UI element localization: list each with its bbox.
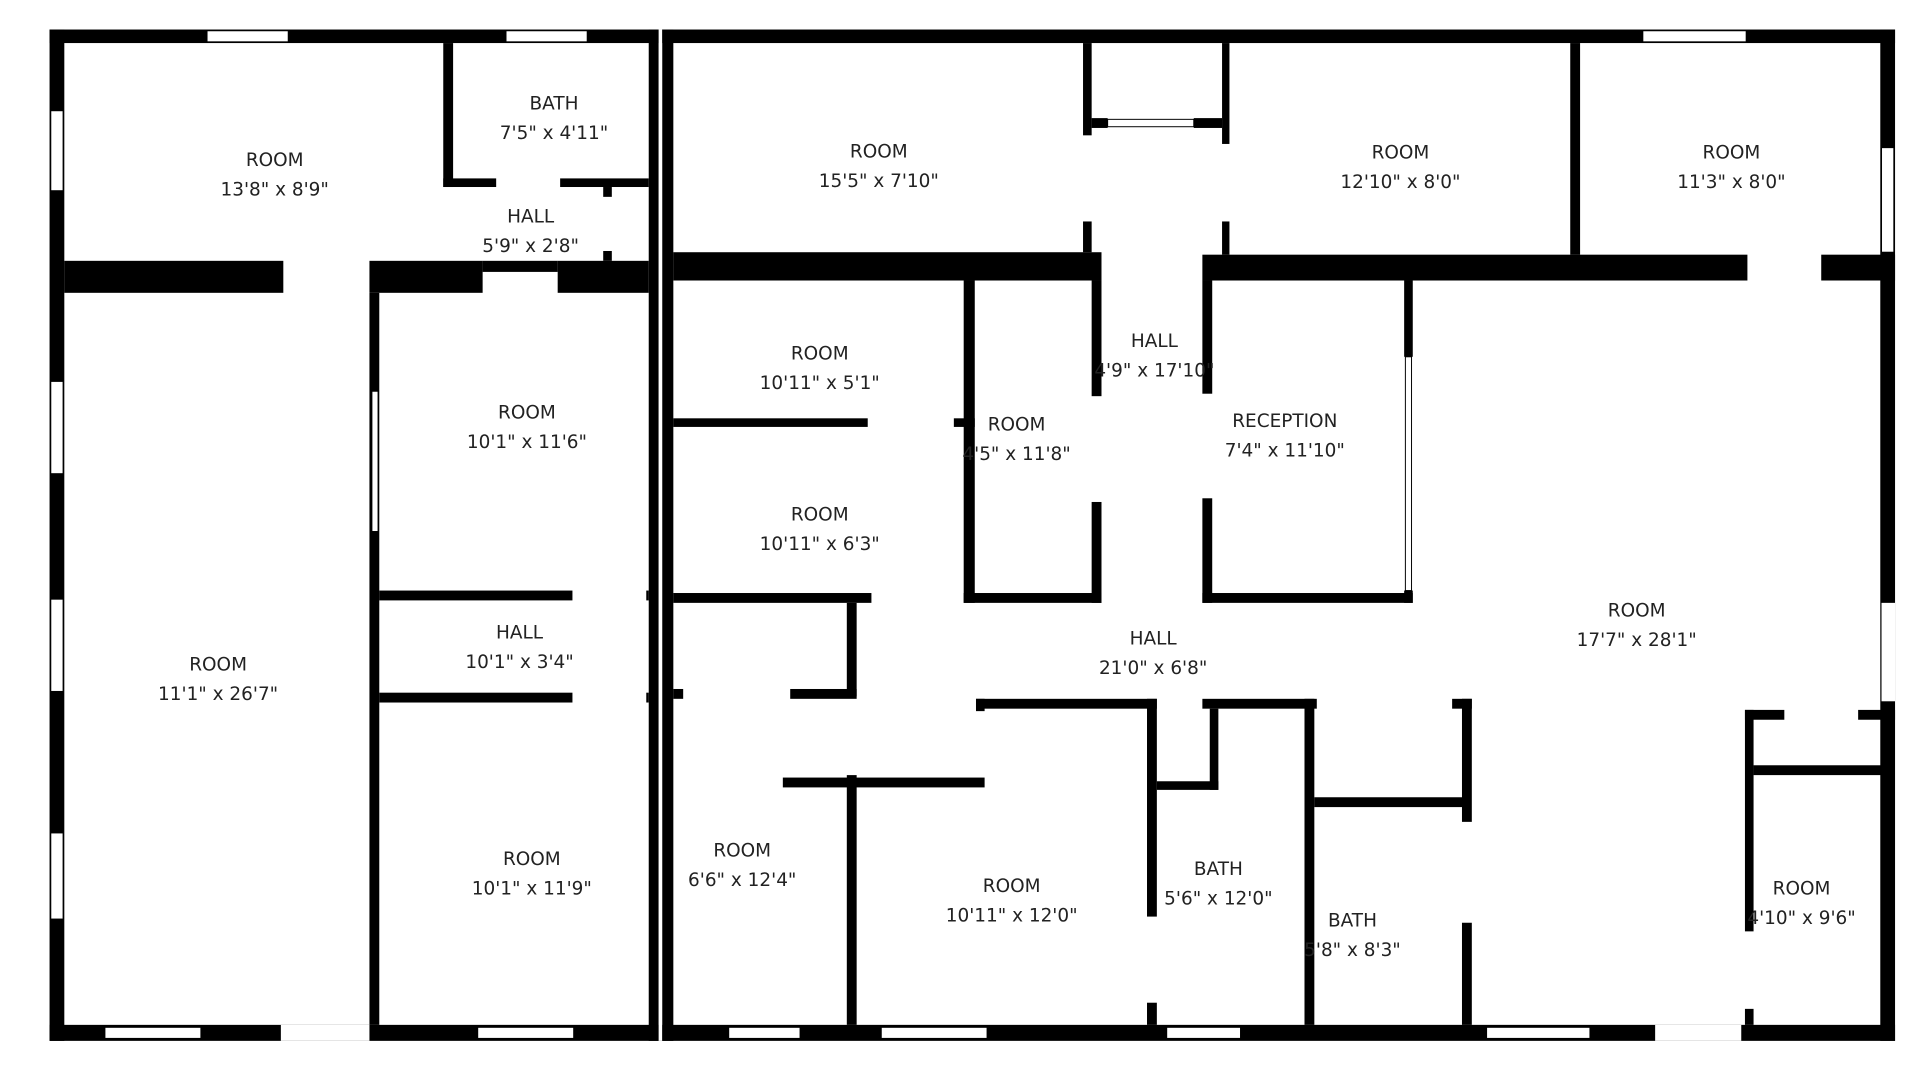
- svg-text:6'6" x 12'4": 6'6" x 12'4": [688, 870, 796, 891]
- svg-text:10'1" x 11'9": 10'1" x 11'9": [472, 878, 592, 899]
- svg-text:12'10" x 8'0": 12'10" x 8'0": [1340, 172, 1460, 193]
- svg-text:ROOM: ROOM: [1773, 878, 1831, 899]
- room-label: BATH 5'8" x 8'3": [1304, 910, 1401, 961]
- svg-text:ROOM: ROOM: [1703, 143, 1761, 164]
- room-label: ROOM 11'3" x 8'0": [1677, 143, 1785, 194]
- room-label: ROOM 10'11" x 12'0": [946, 876, 1078, 927]
- room-label: ROOM 10'11" x 5'1": [760, 343, 880, 394]
- svg-text:7'5" x 4'11": 7'5" x 4'11": [500, 123, 608, 144]
- svg-text:ROOM: ROOM: [713, 840, 771, 861]
- svg-text:ROOM: ROOM: [791, 504, 849, 525]
- svg-text:ROOM: ROOM: [850, 141, 908, 162]
- svg-text:BATH: BATH: [1328, 910, 1377, 931]
- room-label: ROOM 17'7" x 28'1": [1577, 600, 1697, 651]
- room-label: RECEPTION 7'4" x 11'10": [1225, 411, 1345, 462]
- room-label: ROOM 4'5" x 11'8": [962, 415, 1070, 466]
- svg-text:7'4" x 11'10": 7'4" x 11'10": [1225, 440, 1345, 461]
- svg-text:4'5" x 11'8": 4'5" x 11'8": [962, 444, 1070, 465]
- room-label: ROOM 6'6" x 12'4": [688, 840, 796, 891]
- svg-text:ROOM: ROOM: [1608, 600, 1666, 621]
- svg-text:ROOM: ROOM: [503, 849, 561, 870]
- svg-text:10'1" x 3'4": 10'1" x 3'4": [465, 652, 573, 673]
- room-labels: ROOM 13'8" x 8'9" BATH 7'5" x 4'11" HALL 5'…: [158, 93, 1856, 960]
- svg-text:ROOM: ROOM: [791, 343, 849, 364]
- room-label: HALL 5'9" x 2'8": [482, 207, 579, 258]
- svg-text:ROOM: ROOM: [498, 402, 556, 423]
- svg-text:15'5" x 7'10": 15'5" x 7'10": [819, 171, 939, 192]
- svg-text:5'6" x 12'0": 5'6" x 12'0": [1164, 888, 1272, 909]
- room-label: ROOM 15'5" x 7'10": [819, 141, 939, 192]
- room-label: HALL 4'9" x 17'10": [1094, 331, 1214, 382]
- room-label: ROOM 10'1" x 11'6": [467, 402, 587, 453]
- svg-text:13'8" x 8'9": 13'8" x 8'9": [221, 180, 329, 201]
- svg-text:ROOM: ROOM: [189, 655, 247, 676]
- room-label: HALL 21'0" x 6'8": [1099, 629, 1207, 680]
- svg-text:ROOM: ROOM: [983, 876, 1041, 897]
- room-label: ROOM 4'10" x 9'6": [1747, 878, 1855, 929]
- svg-text:4'10" x 9'6": 4'10" x 9'6": [1747, 908, 1855, 929]
- svg-text:17'7" x 28'1": 17'7" x 28'1": [1577, 630, 1697, 651]
- svg-text:ROOM: ROOM: [1372, 143, 1430, 164]
- svg-text:21'0" x 6'8": 21'0" x 6'8": [1099, 658, 1207, 679]
- svg-text:RECEPTION: RECEPTION: [1232, 411, 1337, 432]
- svg-text:BATH: BATH: [530, 93, 579, 114]
- svg-text:HALL: HALL: [1131, 331, 1179, 352]
- svg-text:HALL: HALL: [496, 623, 544, 644]
- svg-text:4'9" x 17'10": 4'9" x 17'10": [1094, 360, 1214, 381]
- svg-text:ROOM: ROOM: [246, 150, 304, 171]
- room-label: ROOM 11'1" x 26'7": [158, 655, 278, 706]
- room-label: BATH 7'5" x 4'11": [500, 93, 608, 144]
- room-label: HALL 10'1" x 3'4": [465, 623, 573, 674]
- room-label: ROOM 13'8" x 8'9": [221, 150, 329, 201]
- svg-text:5'9" x 2'8": 5'9" x 2'8": [482, 236, 579, 257]
- svg-text:11'3" x 8'0": 11'3" x 8'0": [1677, 172, 1785, 193]
- svg-text:10'11" x 6'3": 10'11" x 6'3": [760, 534, 880, 555]
- svg-text:10'11" x 12'0": 10'11" x 12'0": [946, 906, 1078, 927]
- svg-text:HALL: HALL: [507, 207, 555, 228]
- svg-text:10'1" x 11'6": 10'1" x 11'6": [467, 432, 587, 453]
- svg-text:ROOM: ROOM: [988, 415, 1046, 436]
- room-label: ROOM 10'1" x 11'9": [472, 849, 592, 900]
- svg-text:10'11" x 5'1": 10'11" x 5'1": [760, 373, 880, 394]
- room-label: ROOM 12'10" x 8'0": [1340, 143, 1460, 194]
- walls: [49, 29, 1896, 1041]
- room-label: BATH 5'6" x 12'0": [1164, 859, 1272, 910]
- svg-text:11'1" x 26'7": 11'1" x 26'7": [158, 684, 278, 705]
- svg-text:BATH: BATH: [1194, 859, 1243, 880]
- room-label: ROOM 10'11" x 6'3": [760, 504, 880, 555]
- svg-text:5'8" x 8'3": 5'8" x 8'3": [1304, 940, 1401, 961]
- svg-text:HALL: HALL: [1130, 629, 1178, 650]
